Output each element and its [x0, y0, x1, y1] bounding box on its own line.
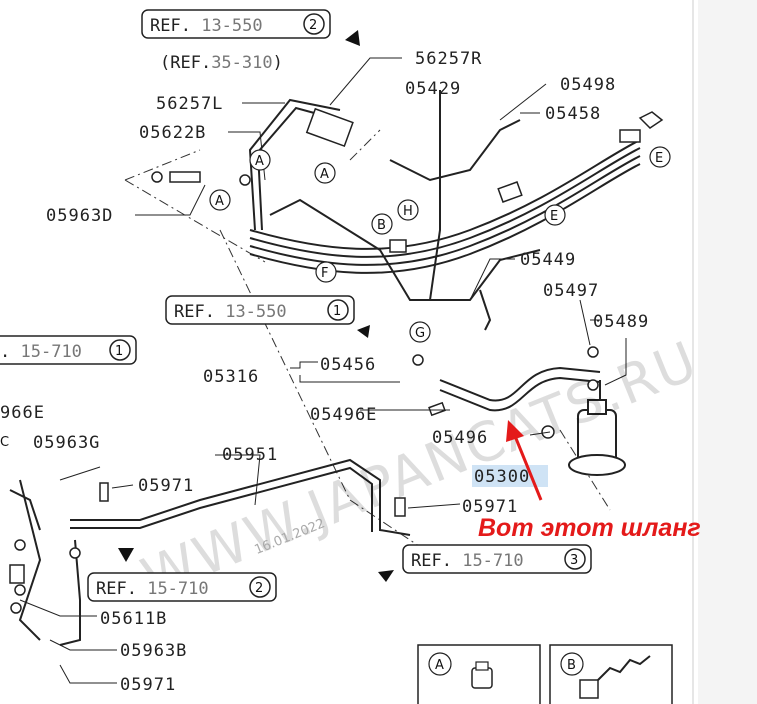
part-05489: 05489 [593, 312, 649, 332]
svg-text:(REF.35-310): (REF.35-310) [160, 53, 283, 73]
part-05449: 05449 [520, 250, 576, 270]
svg-text:2: 2 [255, 581, 263, 596]
part-05963B: 05963B [120, 641, 187, 661]
svg-text:2: 2 [309, 18, 317, 33]
svg-text:E: E [550, 209, 558, 224]
part-05971-a: 05971 [138, 476, 194, 496]
part-56257L: 56257L [156, 94, 223, 114]
svg-text:REF. 15-710: REF. 15-710 [411, 551, 524, 571]
part-05963D: 05963D [46, 206, 113, 226]
part-05429: 05429 [405, 79, 461, 99]
svg-text:1: 1 [333, 304, 341, 319]
red-annotation-arrow [506, 420, 543, 501]
ref-box-15-710-3[interactable]: REF. 15-710 3 [402, 544, 592, 574]
fuel-hose [439, 289, 601, 412]
part-05611B: 05611B [100, 609, 167, 629]
svg-text:B: B [567, 658, 576, 673]
part-05498: 05498 [560, 75, 616, 95]
ref-box-15-710-2[interactable]: REF. 15-710 2 [87, 572, 277, 602]
fuel-filter [568, 380, 626, 476]
svg-text:E: E [655, 151, 663, 166]
svg-text:REF. 15-710: REF. 15-710 [96, 579, 209, 599]
svg-text:A: A [255, 154, 264, 169]
part-05622B: 05622B [139, 123, 206, 143]
brake-fuel-lines [248, 90, 641, 301]
part-05497: 05497 [543, 281, 599, 301]
part-05456: 05456 [320, 355, 376, 375]
clips [9, 107, 641, 614]
part-966E: 966E [0, 403, 45, 423]
svg-text:C: C [0, 435, 9, 450]
part-05300: 05300 [474, 467, 530, 487]
ref-box-15-710-1[interactable]: . 15-710 1 [0, 335, 137, 365]
svg-text:A: A [435, 658, 444, 673]
svg-text:3: 3 [570, 553, 578, 568]
svg-text:1: 1 [115, 344, 123, 359]
detail-box-B: B [549, 644, 673, 704]
annotation-text: Вот этот шланг [478, 514, 701, 542]
callouts: A A A E E B H F G C [0, 146, 671, 450]
svg-text:B: B [377, 218, 386, 233]
outline-arrow [638, 111, 664, 129]
ref-paren-35-310: (REF.35-310) [160, 53, 283, 73]
black-arrows [118, 30, 394, 582]
part-05458: 05458 [545, 104, 601, 124]
part-05971-b: 05971 [462, 497, 518, 517]
svg-text:REF. 13-550: REF. 13-550 [174, 302, 287, 322]
part-05496: 05496 [432, 428, 488, 448]
detail-box-A: A [417, 644, 541, 704]
part-05971-c: 05971 [120, 675, 176, 695]
leader-lines [19, 57, 627, 684]
svg-text:REF. 13-550: REF. 13-550 [150, 16, 263, 36]
svg-text:A: A [320, 167, 329, 182]
svg-text:. 15-710: . 15-710 [0, 342, 82, 362]
part-05496E: 05496E [310, 405, 377, 425]
part-05951: 05951 [222, 445, 278, 465]
part-56257R: 56257R [415, 49, 482, 69]
svg-text:F: F [321, 266, 328, 281]
svg-text:A: A [215, 194, 224, 209]
svg-text:H: H [403, 204, 413, 219]
svg-text:G: G [415, 326, 425, 341]
lower-lines [9, 458, 411, 646]
ref-box-13-550-1[interactable]: REF. 13-550 1 [165, 295, 355, 325]
part-05963G: 05963G [33, 433, 100, 453]
part-05316: 05316 [203, 367, 259, 387]
ref-box-13-550-2[interactable]: REF. 13-550 2 [141, 9, 331, 39]
part-labels: 56257R 05429 05498 05458 56257L 05622B 0… [0, 49, 649, 695]
